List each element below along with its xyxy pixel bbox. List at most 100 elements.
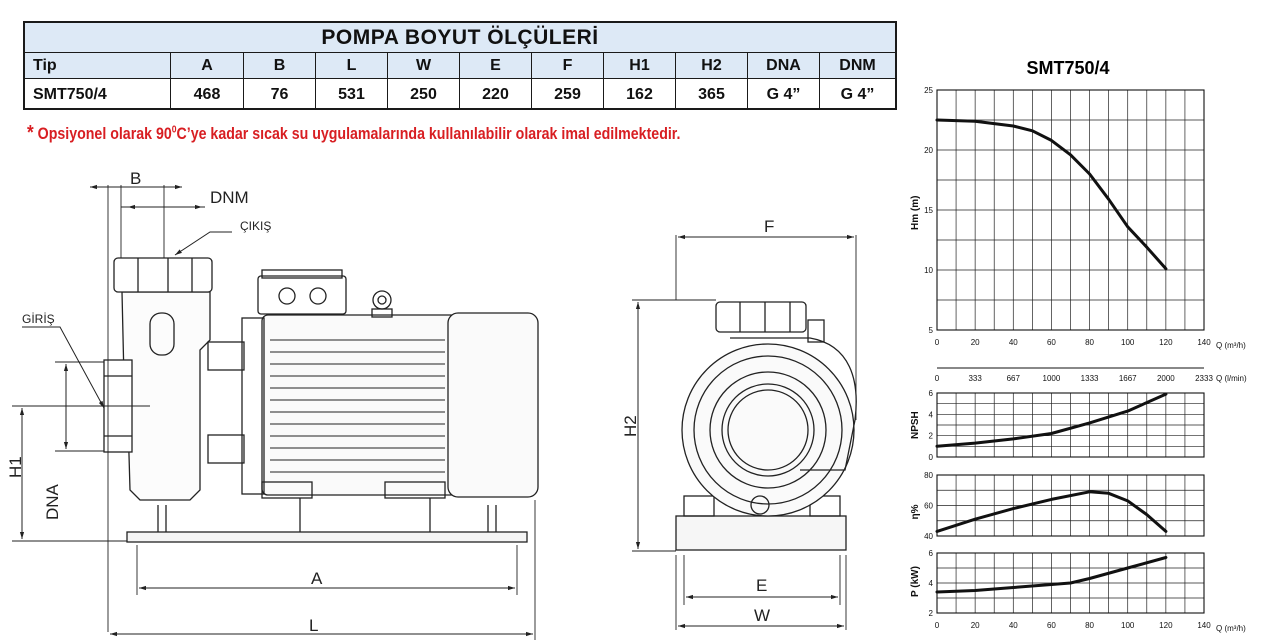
header-cell: B <box>244 53 316 78</box>
x-tick-label-top: 0 <box>935 374 940 383</box>
series-line <box>935 556 1168 594</box>
x-tick-label: 120 <box>1159 338 1173 347</box>
x-tick-label: 0 <box>935 338 940 347</box>
x-tick-label: 80 <box>1085 621 1094 630</box>
table-cell: G 4” <box>748 79 820 110</box>
plot-frame <box>936 474 1205 537</box>
plot-frame <box>936 552 1205 614</box>
label-inlet: GİRİŞ <box>22 312 55 326</box>
dimensions-table: POMPA BOYUT ÖLÇÜLERİ Tip A B L W E F H1 … <box>23 21 897 110</box>
x-tick-label: 20 <box>971 621 980 630</box>
y-tick-label: 0 <box>929 453 934 462</box>
table-cell: 220 <box>460 79 532 110</box>
x-tick-label-top: 1333 <box>1081 374 1099 383</box>
y-tick-label: 2 <box>929 609 934 618</box>
x-tick-label: 60 <box>1047 338 1056 347</box>
header-cell: H1 <box>604 53 676 78</box>
header-cell: DNM <box>839 56 876 74</box>
y-tick-label: 4 <box>929 410 934 419</box>
y-tick-label: 4 <box>929 579 934 588</box>
y-tick-label: 6 <box>929 549 934 558</box>
header-cell: DNA <box>748 53 820 78</box>
x-tick-label: 0 <box>935 621 940 630</box>
label-h2: H2 <box>621 415 640 437</box>
pump-side-view-drawing: B DNM ÇIKIŞ GİRİŞ H1 DNA A L <box>6 169 539 640</box>
y-tick-label: 5 <box>929 326 934 335</box>
x-tick-label: 40 <box>1009 621 1018 630</box>
x-axis-label: Q (m³/h) <box>1216 341 1246 350</box>
table-cell: 76 <box>244 79 316 110</box>
table-row: SMT750/4 468 76 531 250 220 259 162 365 … <box>25 79 895 110</box>
x-tick-label-top: 2000 <box>1157 374 1175 383</box>
plot-frame <box>936 392 1205 458</box>
x-tick-label-top: 333 <box>968 374 982 383</box>
pump-front-view-drawing: F H2 E W <box>621 217 857 630</box>
table-cell: SMT750/4 <box>25 79 171 110</box>
header-cell: W <box>388 53 460 78</box>
x-tick-label: 140 <box>1197 338 1211 347</box>
x-tick-label: 60 <box>1047 621 1056 630</box>
table-cell: G 4” <box>840 85 875 103</box>
plot-frame <box>936 89 1205 331</box>
x-tick-label: 100 <box>1121 621 1135 630</box>
y-tick-label: 40 <box>924 532 933 541</box>
x-tick-label: 140 <box>1197 621 1211 630</box>
label-l: L <box>309 616 318 635</box>
header-cell: A <box>171 53 244 78</box>
x-tick-label: 100 <box>1121 338 1135 347</box>
header-cell: L <box>316 53 388 78</box>
asterisk: * <box>27 122 34 144</box>
x-tick-label-top: 667 <box>1007 374 1021 383</box>
x-tick-label-top: 1000 <box>1043 374 1061 383</box>
label-w: W <box>754 606 770 625</box>
y-tick-label: 2 <box>929 432 934 441</box>
header-cell: E <box>460 53 532 78</box>
note-text-before: Opsiyonel olarak 90 <box>37 125 172 143</box>
label-h1: H1 <box>6 456 25 478</box>
y-tick-label: 15 <box>924 206 933 215</box>
table-cell: 162 <box>604 79 676 110</box>
note-superscript: 0 <box>171 124 177 136</box>
table-cell: 468 <box>171 79 244 110</box>
x-axis-label: Q (m³/h) <box>1216 624 1246 633</box>
label-e: E <box>756 576 767 595</box>
y-axis-label: Hm (m) <box>910 196 921 230</box>
label-dna: DNA <box>43 483 62 520</box>
note-text-after: C’ye kadar sıcak su uygulamalarında kull… <box>176 125 681 143</box>
x-tick-label: 40 <box>1009 338 1018 347</box>
y-tick-label: 20 <box>924 146 933 155</box>
header-cell: Tip <box>25 53 171 78</box>
table-header-row: Tip A B L W E F H1 H2 DNA DNM <box>25 53 895 79</box>
header-cell: H2 <box>676 53 748 78</box>
x-tick-label: 20 <box>971 338 980 347</box>
x-tick-label-top: 1667 <box>1119 374 1137 383</box>
label-b: B <box>130 169 141 188</box>
y-tick-label: 25 <box>924 86 933 95</box>
label-outlet: ÇIKIŞ <box>240 219 271 233</box>
table-cell: 250 <box>388 79 460 110</box>
series-line <box>935 118 1168 271</box>
x-tick-label-top: 2333 <box>1195 374 1213 383</box>
table-title: POMPA BOYUT ÖLÇÜLERİ <box>25 23 895 53</box>
series-line <box>935 490 1168 533</box>
header-cell: F <box>532 53 604 78</box>
y-axis-label: η% <box>910 504 921 519</box>
label-f: F <box>764 217 774 236</box>
table-cell: 531 <box>316 79 388 110</box>
temperature-note: * Opsiyonel olarak 900C’ye kadar sıcak s… <box>27 122 680 145</box>
y-axis-label: P (kW) <box>910 566 921 597</box>
label-dnm: DNM <box>210 188 249 207</box>
series-line <box>935 392 1168 448</box>
chart-title: SMT750/4 <box>1026 58 1109 78</box>
table-cell: 259 <box>532 79 604 110</box>
x-tick-label: 80 <box>1085 338 1094 347</box>
label-a: A <box>311 569 323 588</box>
y-tick-label: 6 <box>929 389 934 398</box>
y-axis-label: NPSH <box>910 411 921 439</box>
y-tick-label: 80 <box>924 471 933 480</box>
y-tick-label: 60 <box>924 502 933 511</box>
x-axis-label-top: Q (l/min) <box>1216 374 1247 383</box>
table-cell: 365 <box>676 79 748 110</box>
